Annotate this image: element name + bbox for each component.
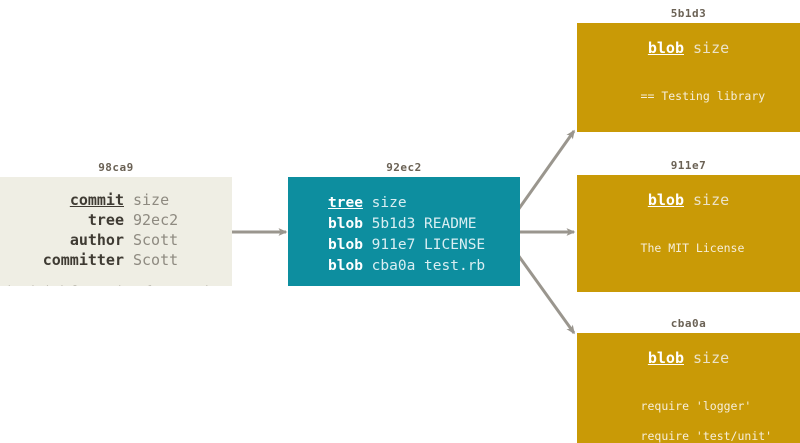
blob-line: == Testing library <box>640 89 766 103</box>
blob-object-box-testrb: blob size require 'logger' require 'test… <box>577 333 800 443</box>
blob-header-size: size <box>693 39 730 57</box>
blob-header-size: size <box>693 349 730 367</box>
blob-header: blob size <box>577 349 800 367</box>
tree-entry-type: blob <box>328 258 363 274</box>
commit-field-row: committer Scott <box>0 251 232 270</box>
commit-field-value: Scott <box>133 251 179 269</box>
tree-header-row: tree size <box>328 193 520 213</box>
tree-entry-type: blob <box>328 237 363 253</box>
commit-field-key: author <box>69 231 124 249</box>
blob-object-box-license: blob size The MIT License Copyright (c) … <box>577 175 800 292</box>
tree-entry-list: tree size blob 5b1d3 README blob 911e7 L… <box>288 193 520 276</box>
blob-header: blob size <box>577 39 800 57</box>
blob-hash-label-license: 911e7 <box>670 159 707 172</box>
tree-entry-type: blob <box>328 216 363 232</box>
tree-entry-row: blob 911e7 LICENSE <box>328 235 520 255</box>
commit-field-row: author Scott <box>0 231 232 250</box>
blob-header-type: blob <box>647 191 684 209</box>
blob-header-type: blob <box>647 39 684 57</box>
tree-entry-hash: 5b1d3 <box>371 216 416 232</box>
blob-line: require 'test/unit' <box>640 429 773 443</box>
commit-field-key: commit <box>69 191 124 209</box>
blob-line: require 'logger' <box>640 399 752 413</box>
commit-field-key: tree <box>87 211 124 229</box>
tree-entry-hash: cba0a <box>371 258 416 274</box>
blob-hash-label-readme: 5b1d3 <box>670 7 707 20</box>
commit-object-box: commit size tree 92ec2 author Scott comm… <box>0 177 232 286</box>
tree-header-type: tree <box>328 195 363 211</box>
blob-content: require 'logger' require 'test/unit' cla… <box>577 384 800 443</box>
tree-object-box: tree size blob 5b1d3 README blob 911e7 L… <box>288 177 520 286</box>
tree-hash-label: 92ec2 <box>386 161 422 174</box>
blob-header: blob size <box>577 191 800 209</box>
tree-entry-row: blob cba0a test.rb <box>328 256 520 276</box>
tree-entry-row: blob 5b1d3 README <box>328 214 520 234</box>
tree-entry-name: test.rb <box>424 258 486 274</box>
blob-content: == Testing library This library is used … <box>577 74 800 132</box>
tree-entry-name: LICENSE <box>424 237 486 253</box>
commit-field-value: size <box>133 191 170 209</box>
blob-header-size: size <box>693 191 730 209</box>
arrow-tree-to-blob-testrb <box>516 254 576 335</box>
commit-field-row: commit size <box>0 191 232 210</box>
tree-entry-name: README <box>424 216 477 232</box>
tree-entry-hash: 911e7 <box>371 237 416 253</box>
blob-line: The MIT License <box>640 241 745 255</box>
commit-field-value: Scott <box>133 231 179 249</box>
blob-object-box-readme: blob size == Testing library This librar… <box>577 23 800 132</box>
tree-header-size: size <box>371 195 407 211</box>
blob-hash-label-testrb: cba0a <box>670 317 707 330</box>
commit-field-list: commit size tree 92ec2 author Scott comm… <box>0 191 232 270</box>
commit-hash-label: 98ca9 <box>98 161 134 174</box>
blob-header-type: blob <box>647 349 684 367</box>
commit-field-value: 92ec2 <box>133 211 179 229</box>
commit-field-key: committer <box>42 251 124 269</box>
commit-field-row: tree 92ec2 <box>0 211 232 230</box>
arrow-tree-to-blob-readme <box>516 129 576 211</box>
blob-content: The MIT License Copyright (c) 2008 Scott… <box>577 226 800 292</box>
commit-message: The initial commit of my project <box>0 284 232 286</box>
